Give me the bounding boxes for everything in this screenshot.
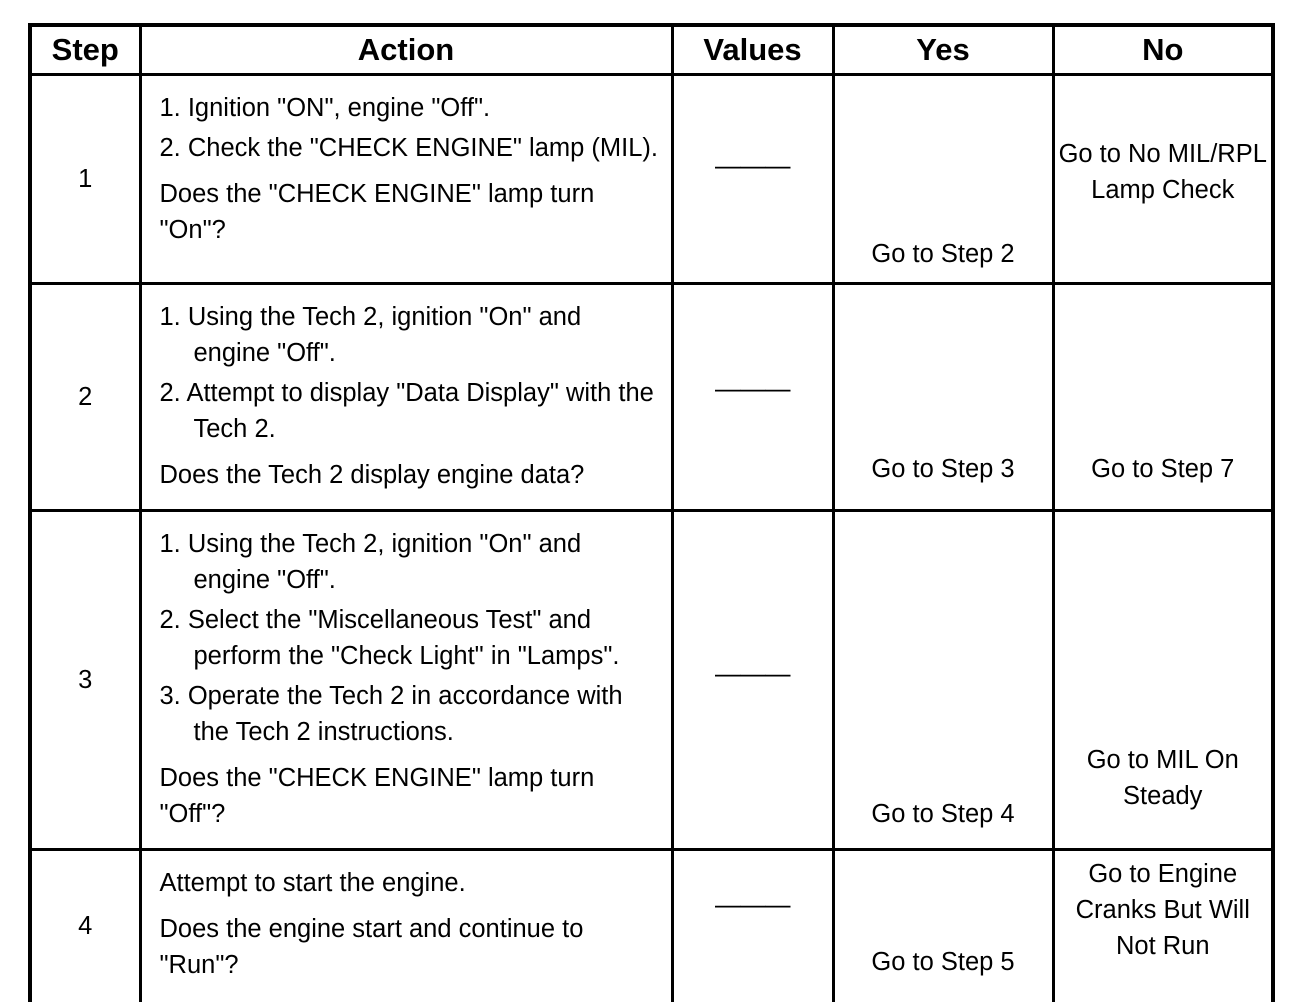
step-number: 1: [78, 165, 93, 193]
yes-branch-text: Go to Step 4: [871, 800, 1015, 828]
values-dash: ———: [715, 152, 791, 180]
step-cell: 4: [28, 848, 142, 1002]
no-cell: Go to Engine Cranks But Will Not Run: [1051, 848, 1275, 1002]
action-cell: Attempt to start the engine. Does the en…: [138, 848, 674, 1002]
yes-branch-text: Go to Step 2: [871, 240, 1015, 268]
action-cell: 1. Using the Tech 2, ignition "On" and e…: [138, 509, 674, 851]
column-header-values: Values: [670, 23, 835, 76]
action-step-item: 1. Using the Tech 2, ignition "On" and e…: [159, 303, 582, 367]
action-step-item: 1. Using the Tech 2, ignition "On" and e…: [159, 530, 582, 594]
values-cell: ———: [670, 509, 835, 851]
table-body: 1 1. Ignition "ON", engine "Off". 2. Che…: [28, 73, 1275, 1002]
column-header-no: No: [1051, 23, 1275, 76]
table-header: Step Action Values Yes No: [28, 23, 1275, 76]
column-header-step: Step: [28, 23, 142, 76]
action-question: Does the engine start and continue to "R…: [159, 915, 584, 979]
action-step-item: Attempt to start the engine.: [159, 869, 466, 897]
step-number: 2: [78, 383, 93, 411]
values-dash: ———: [715, 375, 791, 403]
values-cell: ———: [670, 282, 835, 512]
action-cell: 1. Ignition "ON", engine "Off". 2. Check…: [138, 73, 674, 285]
diagnostic-table: Step Action Values Yes No 1 1. Ignition …: [28, 23, 1275, 1002]
yes-cell: Go to Step 3: [831, 282, 1055, 512]
values-cell: ———: [670, 848, 835, 1002]
action-step-item: 2. Check the "CHECK ENGINE" lamp (MIL).: [159, 134, 658, 162]
table-row: 4 Attempt to start the engine. Does the …: [28, 848, 1275, 1002]
yes-branch-text: Go to Step 5: [871, 947, 1015, 976]
table-row: 2 1. Using the Tech 2, ignition "On" and…: [28, 282, 1275, 512]
action-step-item: 3. Operate the Tech 2 in accordance with…: [159, 682, 623, 746]
step-cell: 3: [28, 509, 142, 851]
header-row: Step Action Values Yes No: [28, 23, 1275, 76]
action-step-item: 2. Attempt to display "Data Display" wit…: [159, 379, 654, 443]
table-row: 3 1. Using the Tech 2, ignition "On" and…: [28, 509, 1275, 851]
action-steps: 1. Using the Tech 2, ignition "On" and e…: [160, 299, 661, 493]
yes-cell: Go to Step 2: [831, 73, 1055, 285]
action-question: Does the "CHECK ENGINE" lamp turn "Off"?: [159, 764, 595, 828]
action-steps: Attempt to start the engine. Does the en…: [160, 865, 661, 983]
action-step-item: 2. Select the "Miscellaneous Test" and p…: [159, 606, 620, 670]
table-row: 1 1. Ignition "ON", engine "Off". 2. Che…: [28, 73, 1275, 285]
no-cell: Go to Step 7: [1051, 282, 1275, 512]
values-dash: ———: [715, 660, 791, 688]
step-cell: 2: [28, 282, 142, 512]
action-steps: 1. Using the Tech 2, ignition "On" and e…: [160, 526, 661, 832]
action-question: Does the "CHECK ENGINE" lamp turn "On"?: [159, 180, 595, 244]
action-step-item: 1. Ignition "ON", engine "Off".: [159, 94, 491, 122]
values-cell: ———: [670, 73, 835, 285]
action-cell: 1. Using the Tech 2, ignition "On" and e…: [138, 282, 674, 512]
values-dash: ———: [715, 891, 791, 920]
yes-branch-text: Go to Step 3: [871, 455, 1015, 483]
action-question: Does the Tech 2 display engine data?: [159, 461, 585, 489]
yes-cell: Go to Step 4: [831, 509, 1055, 851]
no-cell: Go to No MIL/RPL Lamp Check: [1051, 73, 1275, 285]
no-branch-text: Go to MIL On Steady: [1086, 746, 1239, 810]
no-branch-text: Go to No MIL/RPL Lamp Check: [1058, 140, 1267, 204]
no-branch-text: Go to Engine Cranks But Will Not Run: [1075, 859, 1250, 960]
column-header-yes: Yes: [831, 23, 1055, 76]
action-steps: 1. Ignition "ON", engine "Off". 2. Check…: [160, 90, 661, 248]
no-cell: Go to MIL On Steady: [1051, 509, 1275, 851]
step-number: 4: [78, 912, 93, 941]
yes-cell: Go to Step 5: [831, 848, 1055, 1002]
step-cell: 1: [28, 73, 142, 285]
no-branch-text: Go to Step 7: [1091, 455, 1235, 483]
column-header-action: Action: [138, 23, 674, 76]
step-number: 3: [78, 666, 93, 694]
